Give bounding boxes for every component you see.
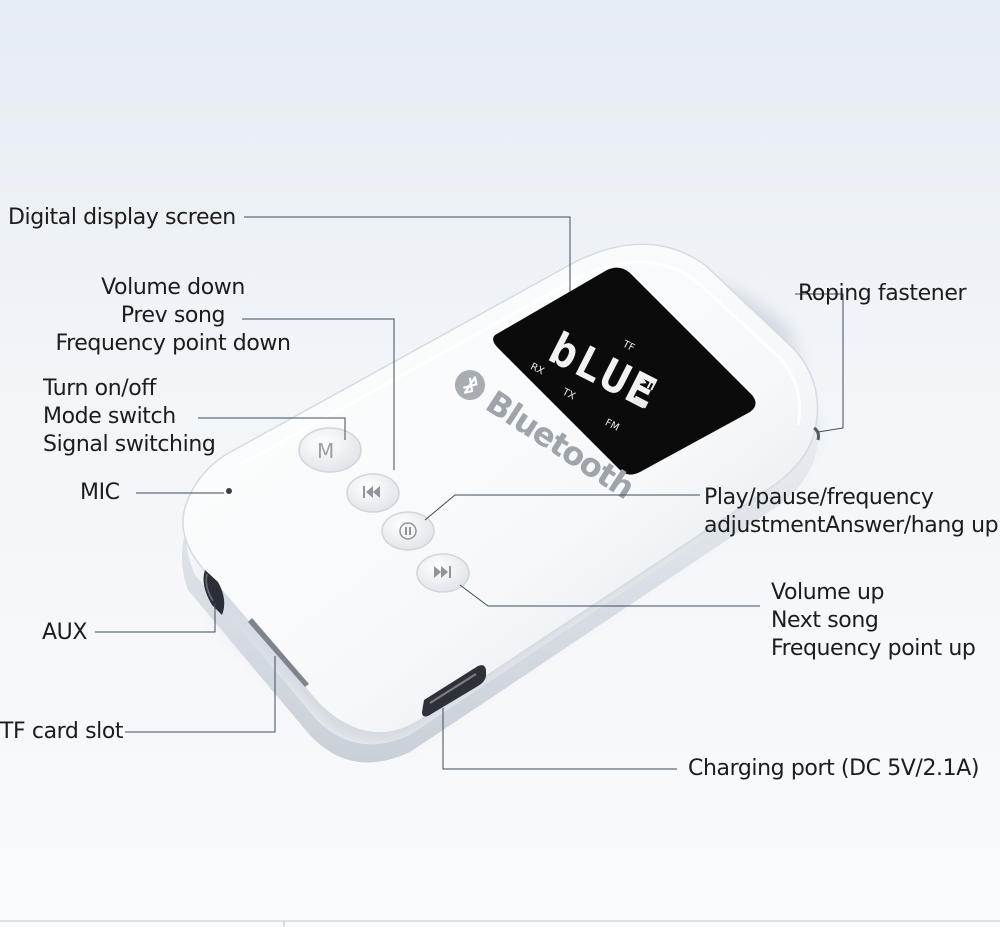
- leader-play: [424, 494, 700, 521]
- leader-charging: [442, 708, 677, 770]
- label-roping-fastener: Roping fastener: [798, 281, 967, 306]
- label-display-screen: Digital display screen: [8, 205, 236, 230]
- device-rim: [239, 260, 802, 467]
- label-aux: AUX: [42, 620, 88, 645]
- tf-card-slot: [248, 618, 309, 687]
- prev-button[interactable]: [346, 473, 400, 513]
- leader-roping: [795, 293, 844, 433]
- prev-icon: [363, 486, 380, 498]
- mic-hole: [226, 488, 232, 494]
- charging-port: [422, 665, 486, 717]
- leader-mode: [198, 417, 346, 440]
- mode-button[interactable]: M: [298, 427, 362, 473]
- bluetooth-rune-icon: [463, 376, 478, 394]
- mode-button-m-icon: M: [317, 439, 334, 463]
- aux-jack: [203, 570, 225, 615]
- label-tf-card-slot: TF card slot: [0, 719, 124, 744]
- next-button[interactable]: [416, 553, 470, 593]
- leader-lines: [95, 216, 844, 770]
- next-icon: [434, 566, 451, 578]
- roping-fastener: [813, 426, 820, 441]
- leader-tf: [125, 656, 276, 733]
- label-play-pause: Play/pause/frequency adjustmentAnswer/ha…: [704, 485, 999, 538]
- screen-play-icon: [638, 376, 656, 391]
- play-pause-button[interactable]: [381, 511, 435, 551]
- play-pause-icon: [399, 522, 417, 540]
- screen-indicator-tf: TF: [620, 338, 637, 354]
- leader-volume-up: [459, 584, 760, 607]
- leader-aux: [95, 603, 216, 633]
- label-mic: MIC: [80, 480, 120, 505]
- label-mode-switch: Turn on/off Mode switch Signal switching: [43, 376, 216, 457]
- display-screen: [493, 267, 756, 475]
- label-charging-port: Charging port (DC 5V/2.1A): [688, 756, 980, 781]
- label-volume-down: Volume down Prev song Frequency point do…: [55, 275, 291, 356]
- label-volume-up: Volume up Next song Frequency point up: [771, 580, 976, 661]
- screen-battery-icon: [632, 395, 649, 409]
- leader-display: [244, 216, 571, 292]
- leader-volume-down: [242, 318, 395, 470]
